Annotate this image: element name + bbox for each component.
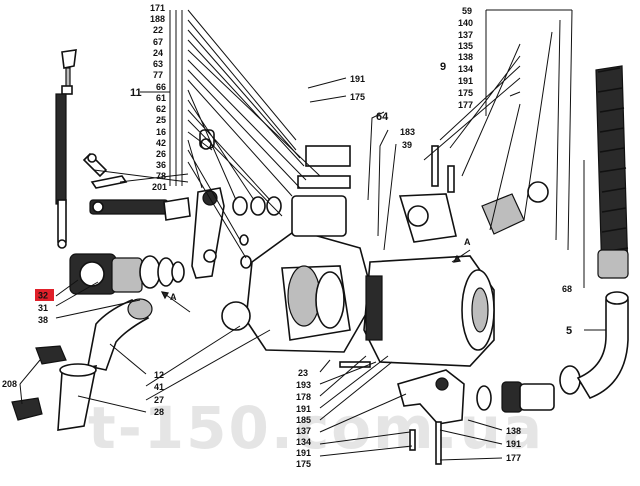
corrugated-hose xyxy=(595,65,629,279)
callout-label: 134 xyxy=(296,437,311,447)
callout-label: 31 xyxy=(38,303,48,313)
callout-label: 42 xyxy=(156,138,166,148)
callout-label: 177 xyxy=(458,100,473,110)
callout-label: 23 xyxy=(298,368,308,378)
parts-illustration xyxy=(11,49,629,465)
callout-label: 28 xyxy=(154,407,164,417)
central-housing xyxy=(221,145,375,353)
callout-label: 38 xyxy=(38,315,48,325)
callout-label: 39 xyxy=(402,140,412,150)
callout-label: A xyxy=(170,292,177,302)
callout-label: 36 xyxy=(156,160,166,170)
pipe-fittings xyxy=(476,365,581,413)
callout-label: 67 xyxy=(153,37,163,47)
callout-label: 137 xyxy=(296,426,311,436)
main-pump-body xyxy=(363,255,495,367)
callout-label: 193 xyxy=(296,380,311,390)
callout-label: 59 xyxy=(462,6,472,16)
callout-label: 68 xyxy=(562,284,572,294)
callout-label: 66 xyxy=(156,82,166,92)
callout-label: 27 xyxy=(154,395,164,405)
bottom-mid-left-labels: 12 41 27 28 xyxy=(154,370,164,417)
callout-label: 208 xyxy=(2,379,17,389)
callout-label: 177 xyxy=(506,453,521,463)
callout-label: 191 xyxy=(458,76,473,86)
callout-label: 61 xyxy=(156,93,166,103)
callout-leaders xyxy=(19,9,606,461)
watermark-text: t-150.com.ua xyxy=(88,394,544,462)
callout-label: 191 xyxy=(506,439,521,449)
callout-label: 171 xyxy=(150,3,165,13)
callout-label: 188 xyxy=(150,14,165,24)
pipe-elbow-part xyxy=(87,298,153,371)
top-mid-labels: 64 183 39 191 175 A A xyxy=(170,74,471,302)
callout-label: A xyxy=(464,237,471,247)
bottom-center-labels: 23 193 178 191 185 137 134 191 175 xyxy=(296,368,311,469)
callout-label: 9 xyxy=(440,61,446,73)
callout-label: 138 xyxy=(506,426,521,436)
callout-label: 201 xyxy=(152,182,167,192)
callout-label: 64 xyxy=(376,111,389,123)
callout-label: 191 xyxy=(296,404,311,414)
callout-label: 26 xyxy=(156,149,166,159)
callout-label: 135 xyxy=(458,41,473,51)
callout-label: 5 xyxy=(566,325,572,337)
pump-stack-labels: 59 140 137 135 138 134 191 175 177 9 xyxy=(440,6,473,110)
callout-labels: 171 188 22 67 24 63 77 66 61 62 25 16 42… xyxy=(2,3,572,469)
view-arrows xyxy=(160,249,471,313)
washer-stack xyxy=(232,196,282,269)
gear-pump-part xyxy=(69,253,185,295)
bent-tube xyxy=(576,291,629,399)
bottom-bracket xyxy=(339,361,465,465)
callout-label: 191 xyxy=(296,448,311,458)
callout-label: 191 xyxy=(350,74,365,84)
callout-label: 12 xyxy=(154,370,164,380)
callout-label: 78 xyxy=(156,171,166,181)
callout-label: 137 xyxy=(458,30,473,40)
valve-block xyxy=(398,145,549,243)
bottom-right-labels: 138 191 177 xyxy=(506,426,521,463)
callout-label: 25 xyxy=(156,115,166,125)
callout-label: 138 xyxy=(458,52,473,62)
linkage-small-parts xyxy=(82,152,191,221)
left-lower-labels: 32 31 38 208 xyxy=(2,289,54,389)
callout-label: 175 xyxy=(458,88,473,98)
callout-label: 77 xyxy=(153,70,163,80)
callout-label: 62 xyxy=(156,104,166,114)
callout-label: 16 xyxy=(156,127,166,137)
callout-label: 175 xyxy=(350,92,365,102)
left-stack-labels: 171 188 22 67 24 63 77 66 61 62 25 16 42… xyxy=(130,3,167,192)
callout-label: 41 xyxy=(154,382,164,392)
callout-label: 24 xyxy=(153,48,163,58)
highlight-box-32 xyxy=(35,289,54,301)
callout-label: 11 xyxy=(130,87,142,99)
clamps-and-sleeve xyxy=(11,345,98,431)
dipstick-part xyxy=(55,49,77,249)
callout-label: 185 xyxy=(296,415,311,425)
callout-label-highlighted: 32 xyxy=(38,291,48,301)
callout-label: 175 xyxy=(296,459,311,469)
callout-label: 140 xyxy=(458,18,473,28)
callout-label: 183 xyxy=(400,127,415,137)
callout-label: 22 xyxy=(153,25,163,35)
callout-label: 134 xyxy=(458,64,473,74)
right-side-labels: 68 5 xyxy=(562,284,572,337)
callout-label: 63 xyxy=(153,59,163,69)
callout-label: 178 xyxy=(296,392,311,402)
